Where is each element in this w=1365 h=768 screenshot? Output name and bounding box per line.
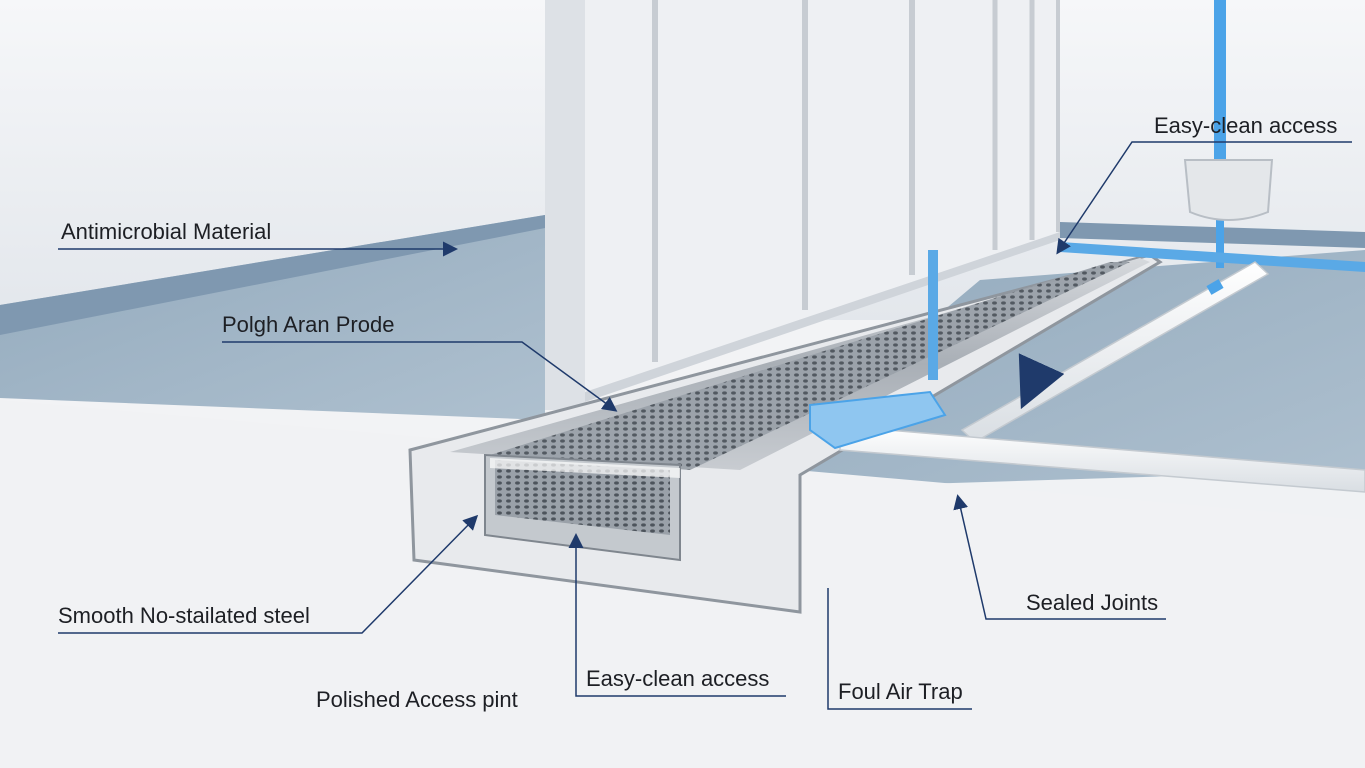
label-easy-clean-access-top: Easy-clean access bbox=[1154, 113, 1338, 138]
label-antimicrobial-material: Antimicrobial Material bbox=[61, 219, 272, 244]
label-foul-air-trap: Foul Air Trap bbox=[838, 679, 963, 704]
leader-polgh bbox=[222, 341, 618, 412]
drain-channel bbox=[408, 253, 1163, 614]
label-polgh-aran-prode: Polgh Aran Prode bbox=[222, 312, 395, 337]
leader-easy-top bbox=[1056, 141, 1352, 255]
leader-easy-bottom bbox=[568, 533, 786, 697]
leader-sealed bbox=[953, 494, 1166, 620]
leader-smooth bbox=[58, 514, 479, 634]
leader-foul bbox=[827, 588, 972, 710]
label-polished-access-point: Polished Access pint bbox=[316, 687, 518, 712]
leader-lines bbox=[58, 141, 1352, 710]
glass-partition bbox=[545, 0, 1060, 410]
left-floor bbox=[0, 215, 545, 420]
label-sealed-joints: Sealed Joints bbox=[1026, 590, 1159, 615]
label-smooth-steel: Smooth No-stailated steel bbox=[58, 603, 310, 628]
label-easy-clean-access-bottom: Easy-clean access bbox=[586, 666, 770, 691]
flow-arrow-icon bbox=[1018, 353, 1065, 410]
